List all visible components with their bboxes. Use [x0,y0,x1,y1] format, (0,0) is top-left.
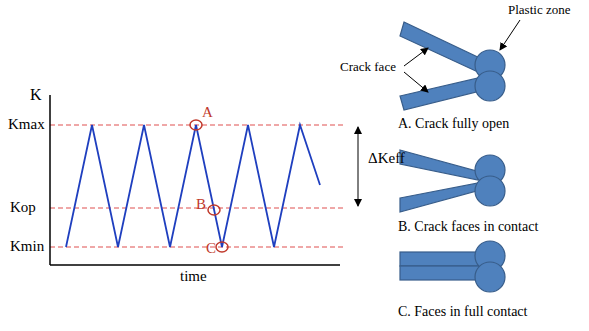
leader-lines [404,20,520,92]
point-markers [190,120,228,252]
level-label: Kop [10,199,36,216]
point-label: A [202,104,213,121]
axis-label: K [30,86,42,104]
axis-label: time [180,268,207,285]
callout-label: Crack face [340,60,396,74]
caption: A. Crack fully open [398,116,509,131]
crack-closed [400,241,505,292]
level-label: Kmax [8,116,45,133]
reference-lines [50,125,345,247]
level-label: Kmin [10,238,44,255]
point-label: C [206,240,216,257]
range-arrow [358,127,359,206]
caption: C. Faces in full contact [398,304,527,319]
caption: B. Crack faces in contact [398,219,538,234]
range-label: ΔKeff [368,150,405,167]
crack-open [400,22,505,110]
crack-partial-contact [400,150,505,212]
callout-label: Plastic zone [508,3,570,17]
load-wave [66,125,320,247]
axes [50,95,340,265]
point-label: B [196,196,206,213]
